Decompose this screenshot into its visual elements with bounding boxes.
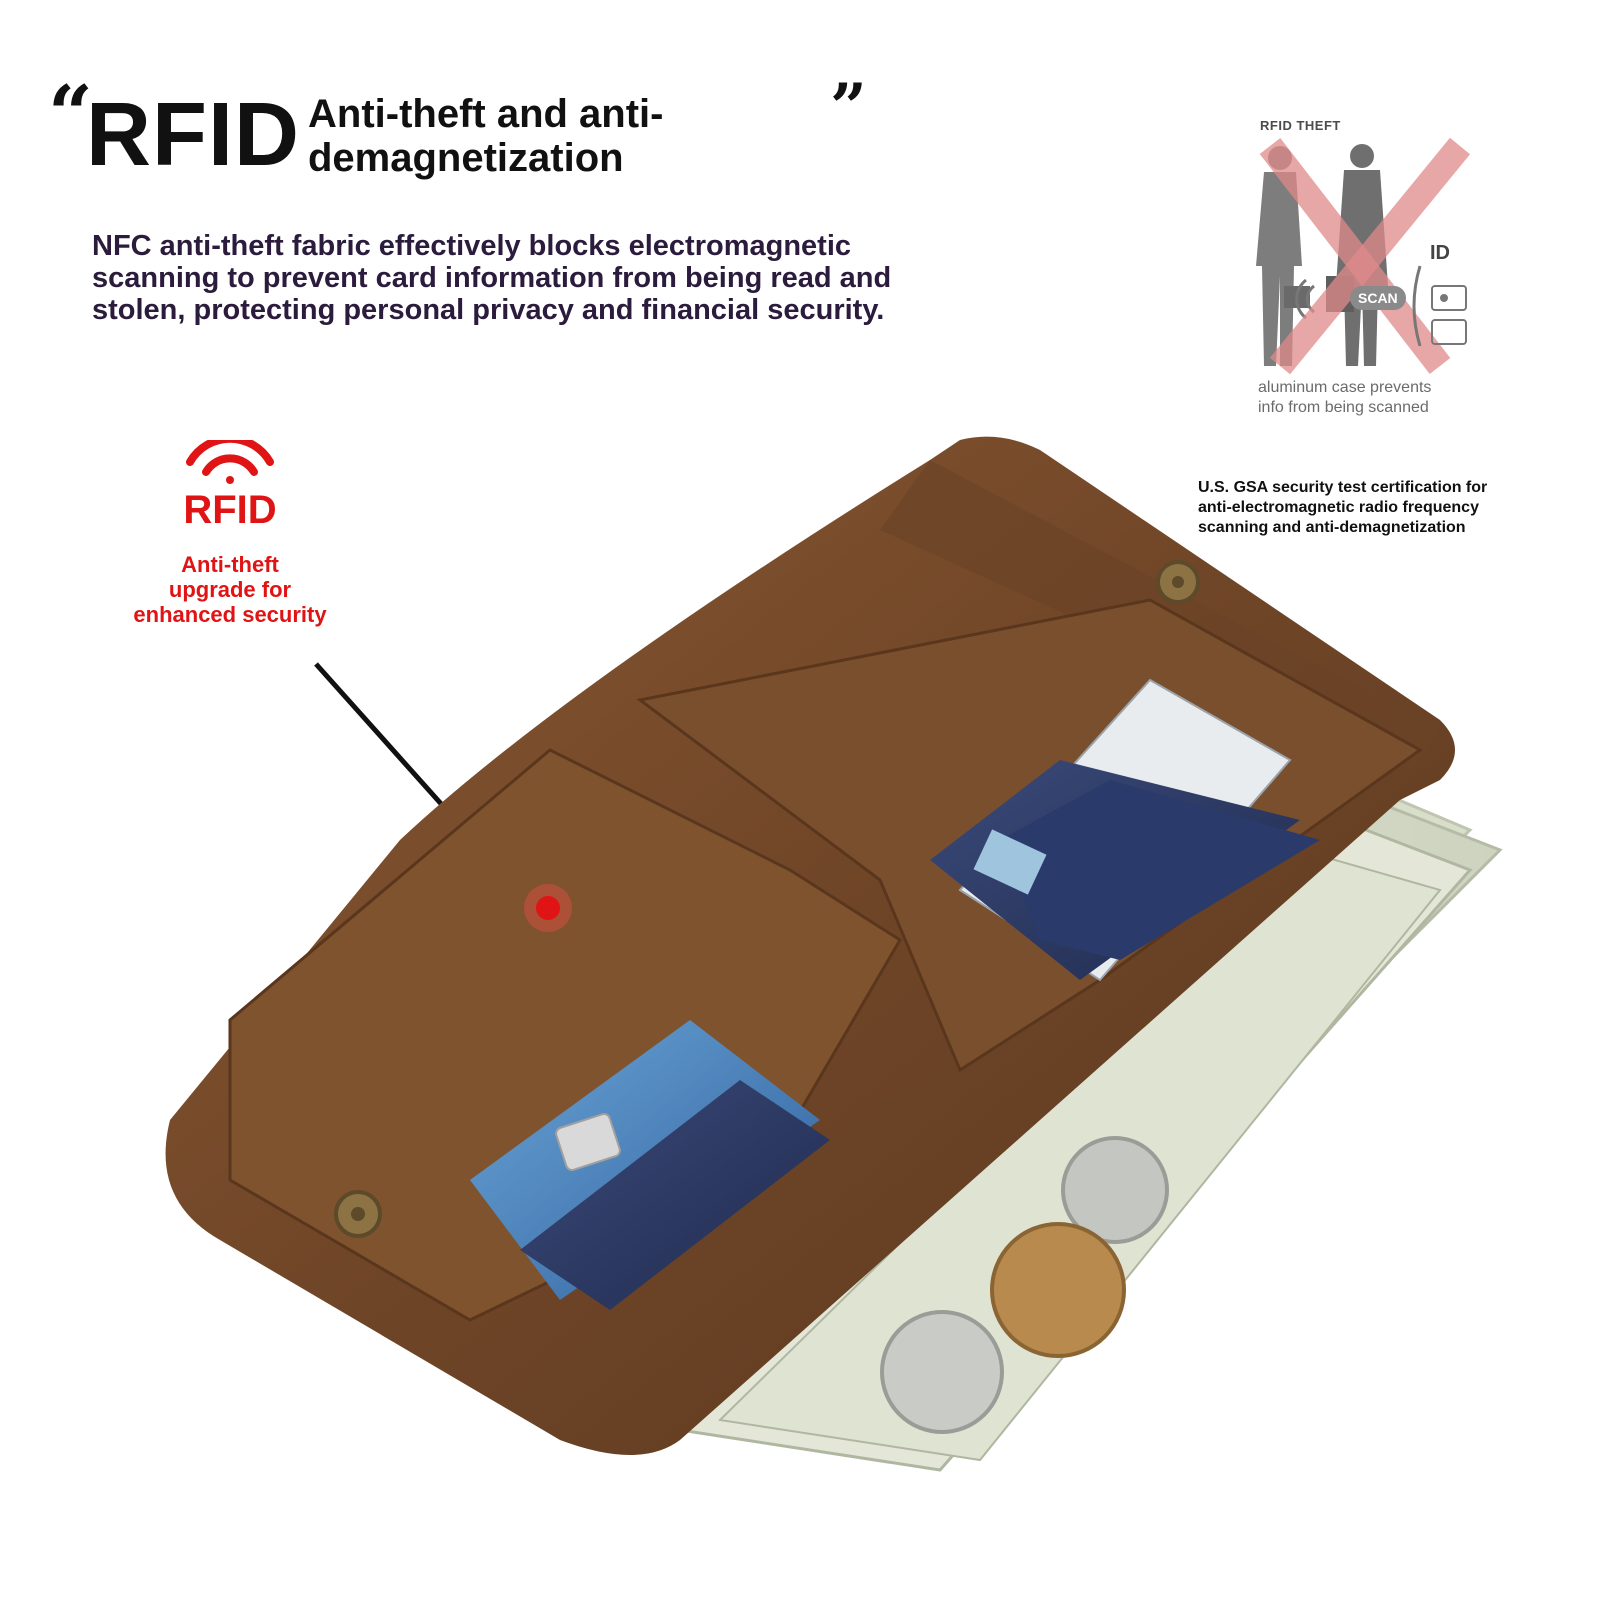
- red-dot: [536, 896, 560, 920]
- rfid-signal-icon: [186, 440, 274, 484]
- certification-line-1: U.S. GSA security test certification for: [1198, 479, 1488, 496]
- headline-rfid: RFID: [86, 85, 300, 185]
- badge-subtitle: Anti-theft upgrade for enhanced security: [120, 552, 340, 627]
- certification-line-3: scanning and anti-demagnetization: [1198, 519, 1466, 536]
- id-label: ID: [1430, 242, 1450, 264]
- rfid-theft-illustration: RFID THEFT ID SCAN aluminum case prevent…: [1240, 110, 1510, 430]
- coins: [880, 1136, 1169, 1434]
- description-line-3: stolen, protecting personal privacy and …: [92, 294, 885, 326]
- caption-line-2: info from being scanned: [1258, 399, 1429, 416]
- caption-line-1: aluminum case prevents: [1258, 379, 1432, 396]
- badge-title: RFID: [183, 488, 277, 532]
- description-line-1: NFC anti-theft fabric effectively blocks…: [92, 230, 852, 262]
- credit-cards: [470, 678, 1320, 1310]
- open-quote: “: [48, 69, 93, 160]
- badge-line-3: enhanced security: [133, 602, 327, 627]
- description: NFC anti-theft fabric effectively blocks…: [92, 230, 912, 326]
- illustration-caption: aluminum case prevents info from being s…: [1258, 378, 1498, 418]
- thief-scanning-icon: [1256, 137, 1471, 375]
- badge-line-2: upgrade for: [168, 577, 292, 602]
- certification-note: U.S. GSA security test certification for…: [1198, 478, 1558, 538]
- close-quote: ”: [830, 70, 867, 145]
- badge-line-1: Anti-theft: [181, 552, 279, 577]
- certification-line-2: anti-electromagnetic radio frequency: [1198, 499, 1479, 516]
- scan-label: SCAN: [1350, 286, 1406, 310]
- wallet-product-image: [165, 436, 1503, 1472]
- description-line-2: scanning to prevent card information fro…: [92, 262, 892, 294]
- rfid-badge: RFID Anti-theft upgrade for enhanced sec…: [120, 440, 340, 640]
- headline-line-1: Anti-theft and anti-: [308, 92, 664, 136]
- headline: “ RFID Anti-theft and anti- demagnetizat…: [40, 70, 900, 200]
- illustration-title: RFID THEFT: [1260, 118, 1341, 133]
- headline-line-2: demagnetization: [308, 136, 624, 180]
- headline-subtitle: Anti-theft and anti- demagnetization: [308, 92, 664, 180]
